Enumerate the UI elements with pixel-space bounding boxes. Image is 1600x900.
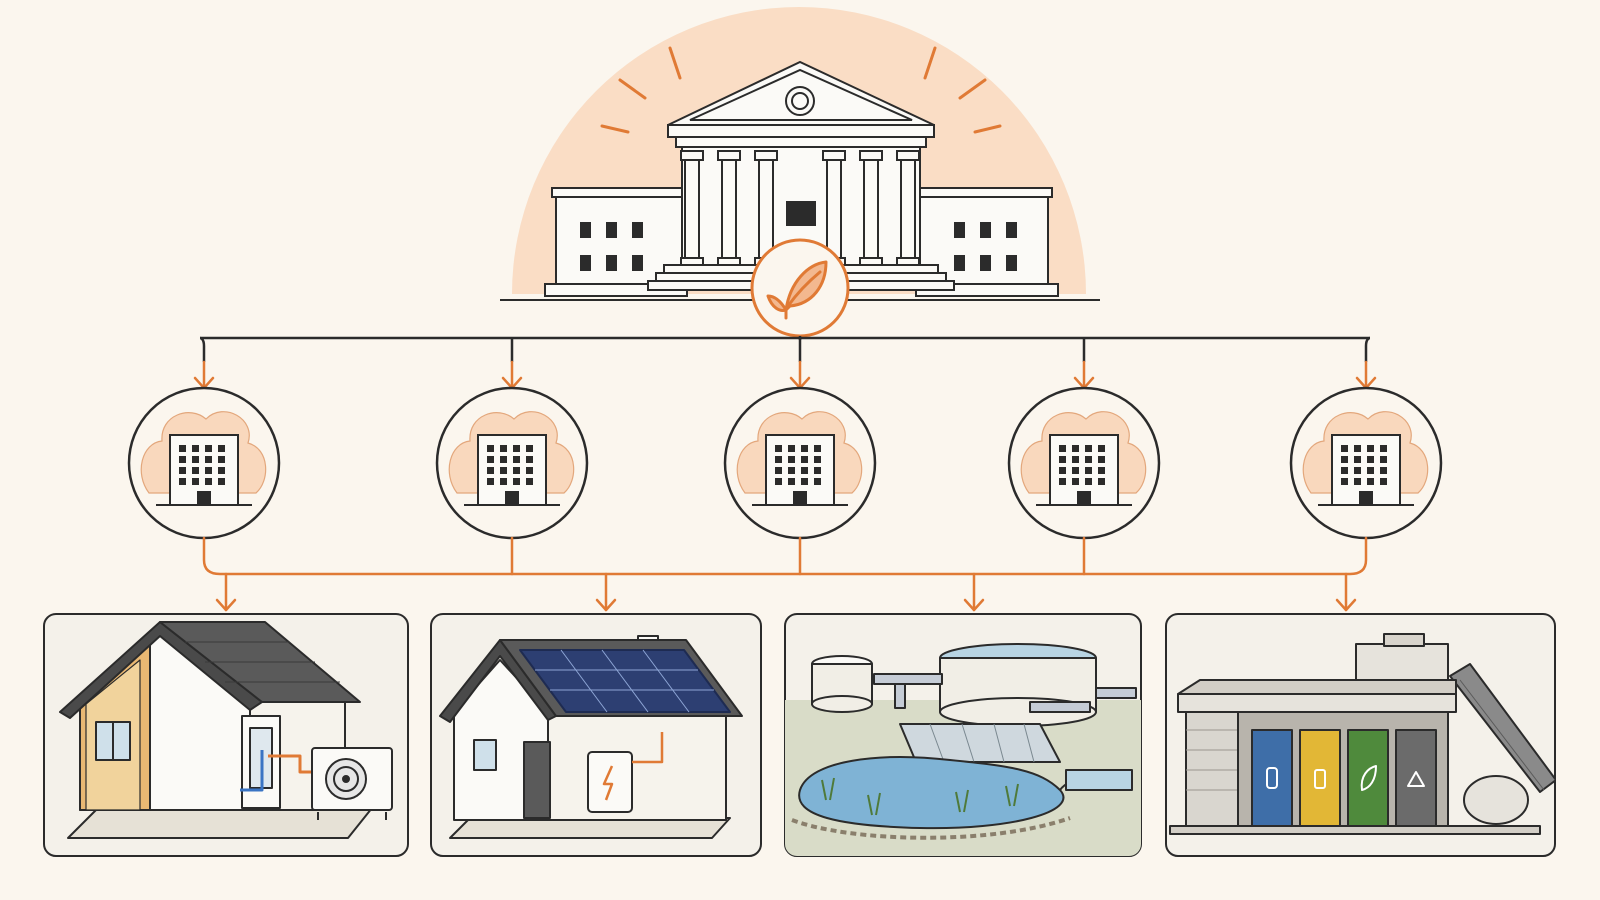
office-building-icon [464, 434, 560, 506]
leaf-badge [750, 238, 850, 338]
office-building-icon [752, 434, 848, 506]
sun-rays [600, 46, 1002, 134]
entity-node [1007, 386, 1161, 540]
project-panel-solar-house [430, 613, 762, 857]
entity-nodes [127, 386, 1443, 540]
hub-to-entity-connectors [193, 336, 1377, 390]
project-panel-heat-pump-house [43, 613, 409, 857]
office-building-icon [1318, 434, 1414, 506]
hub-door [786, 201, 816, 226]
hub-columns [680, 150, 920, 266]
hub-wing-windows [580, 222, 1017, 271]
entity-node [435, 386, 589, 540]
project-panel-recycling-facility [1165, 613, 1556, 857]
entity-node [127, 386, 281, 540]
project-panel-water-treatment [784, 613, 1142, 857]
entity-node [1289, 386, 1443, 540]
office-building-icon [1036, 434, 1132, 506]
entity-to-project-connectors [202, 536, 1368, 612]
entity-node [723, 386, 877, 540]
hub-government-building [500, 7, 1100, 338]
office-building-icon [156, 434, 252, 506]
leaf-icon [766, 260, 828, 320]
